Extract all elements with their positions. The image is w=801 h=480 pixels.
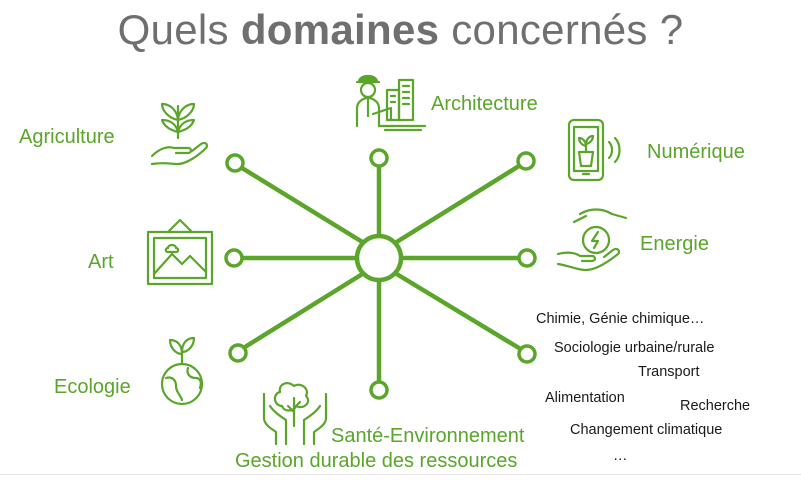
label-numerique: Numérique [647, 141, 745, 163]
title-start: Quels [117, 6, 241, 53]
node-energie [517, 248, 537, 268]
title-end: concernés ? [439, 6, 684, 53]
other-domain-item: Recherche [680, 398, 751, 414]
title-bold: domaines [240, 6, 440, 53]
other-domain-item: Chimie, Génie chimique… [536, 311, 705, 327]
other-domain-item: Alimentation [545, 390, 625, 406]
hands-tree-icon [262, 382, 328, 446]
spoke-misc [392, 270, 522, 351]
label-art: Art [88, 251, 114, 273]
label-sante-environnement: Santé-Environnement [331, 425, 525, 447]
spoke-agriculture [239, 165, 367, 246]
other-domain-item: … [613, 448, 628, 464]
spoke-numerique [392, 163, 522, 246]
label-ecologie: Ecologie [54, 376, 131, 398]
plant-in-hand-icon [150, 102, 209, 166]
node-numerique [516, 151, 536, 171]
other-domain-item: Changement climatique [570, 422, 723, 438]
energy-in-hands-icon [556, 208, 628, 272]
divider [0, 474, 801, 475]
node-sante [369, 380, 389, 400]
page-title: Quels domaines concernés ? [0, 6, 801, 54]
other-domain-item: Transport [638, 364, 700, 380]
spoke-ecologie [242, 270, 367, 350]
label-gestion-ressources: Gestion durable des ressources [235, 450, 518, 472]
node-ecologie [228, 343, 248, 363]
other-domain-item: Sociologie urbaine/rurale [554, 340, 715, 356]
hub-circle [354, 233, 404, 283]
architect-with-buildings-icon [355, 74, 427, 132]
smartphone-plant-icon [567, 118, 621, 182]
landscape-picture-icon [146, 218, 214, 286]
node-misc [517, 344, 537, 364]
label-agriculture: Agriculture [19, 126, 115, 148]
node-art [224, 248, 244, 268]
label-architecture: Architecture [431, 93, 538, 115]
node-architecture [369, 148, 389, 168]
globe-sprout-icon [160, 336, 204, 406]
label-energie: Energie [640, 233, 709, 255]
node-agriculture [225, 153, 245, 173]
